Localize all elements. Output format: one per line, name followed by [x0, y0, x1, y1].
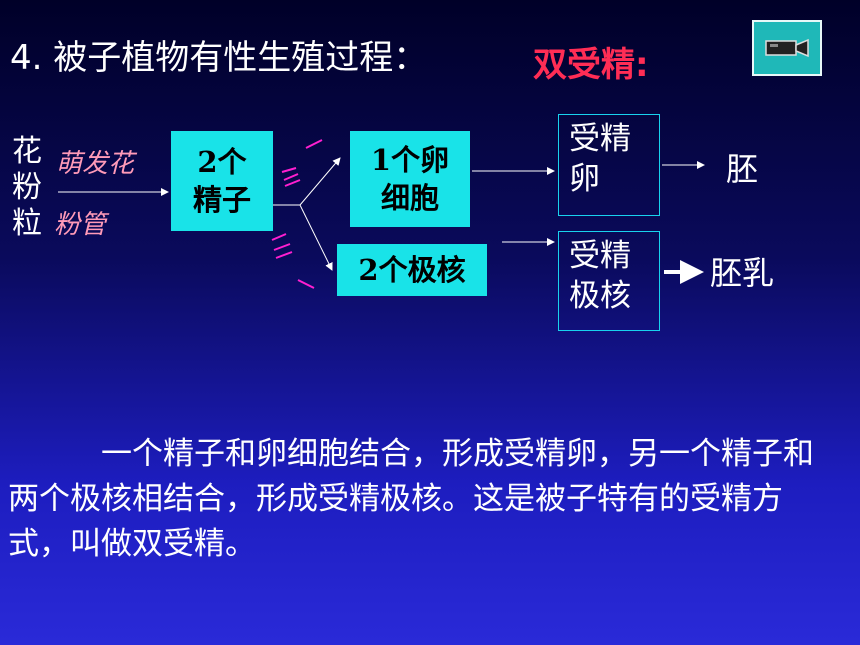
pollen-tube-label: 粉管 [54, 210, 107, 240]
polar-nuclei-box: 2个极核 [337, 244, 487, 296]
embryo-label: 胚 [726, 150, 759, 188]
fert-egg-line1: 受精 [569, 121, 631, 157]
fertilized-polar-box: 受精 极核 [558, 231, 660, 331]
sperm-box: 2个 精子 [171, 131, 273, 231]
video-camera-icon [765, 38, 809, 58]
pollen-grain-label: 花粉粒 [12, 134, 42, 241]
egg-box-line2: 细胞 [380, 181, 439, 215]
handwritten-mark-upper [281, 139, 323, 187]
fertilized-egg-box: 受精 卵 [558, 114, 660, 216]
fert-polar-line2: 极核 [569, 278, 631, 314]
handwritten-mark-lower [271, 233, 315, 289]
sperm-box-line2: 精子 [192, 183, 251, 217]
arrow-to-egg [299, 157, 341, 206]
explanation-paragraph: 一个精子和卵细胞结合，形成受精卵，另一个精子和两个极核相结合，形成受精极核。这是… [8, 436, 814, 562]
egg-cell-box: 1个卵 细胞 [350, 131, 470, 227]
fert-polar-line1: 受精 [569, 238, 631, 274]
arrow-to-polar [299, 204, 333, 271]
germinate-label: 萌发花 [56, 149, 135, 179]
slide-title: 4. 被子植物有性生殖过程： [10, 38, 428, 78]
polar-box-label: 2个极核 [358, 253, 466, 287]
egg-box-line1: 1个卵 [370, 143, 450, 177]
endosperm-label: 胚乳 [710, 254, 775, 292]
video-nav-button[interactable] [752, 20, 822, 76]
sperm-box-line1: 2个 [197, 145, 247, 179]
title-emphasis: 双受精: [533, 45, 649, 85]
fert-egg-line2: 卵 [569, 161, 600, 197]
